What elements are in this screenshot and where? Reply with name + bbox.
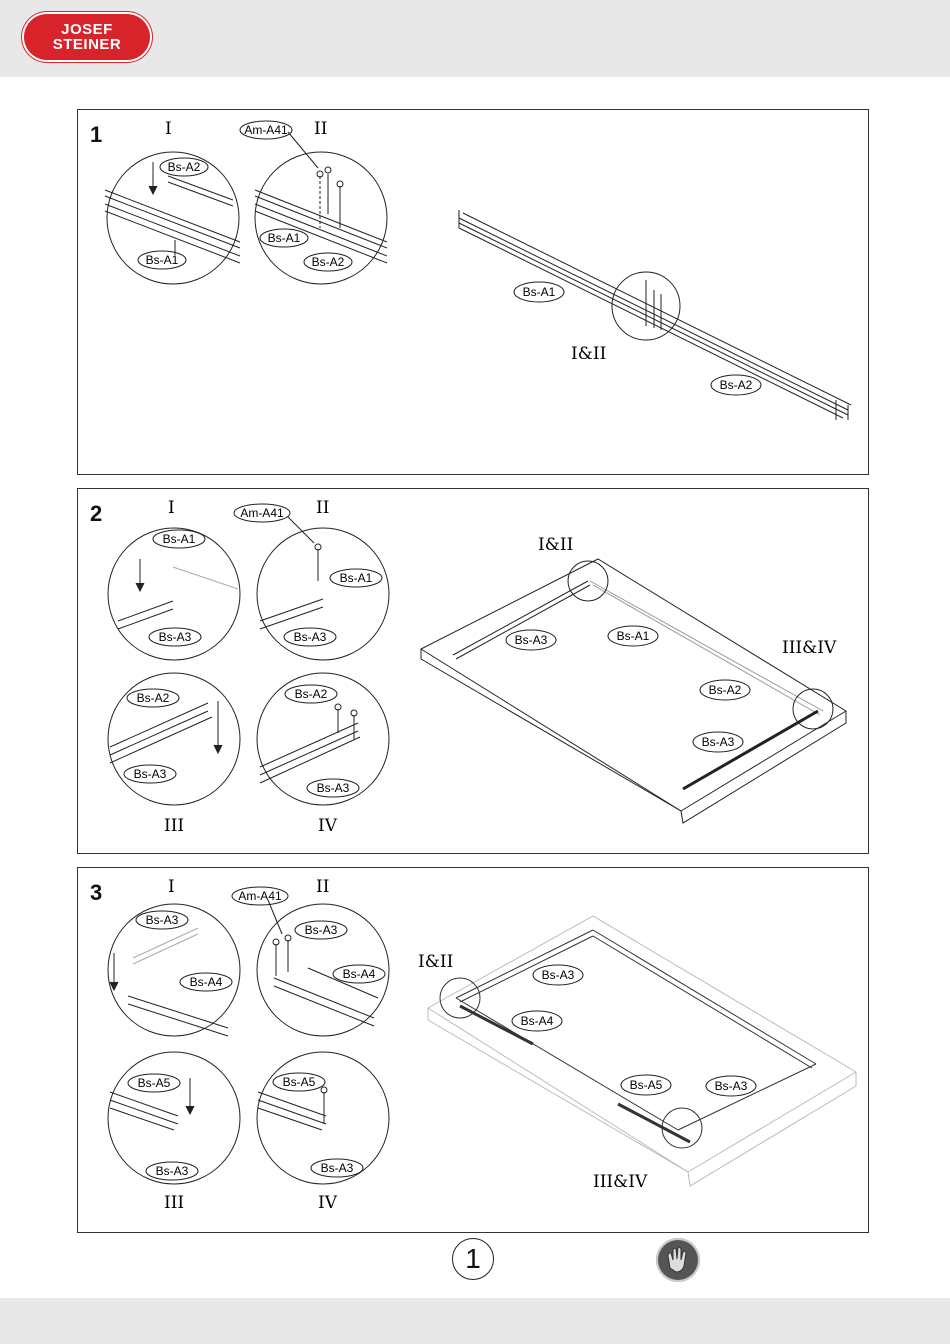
part-tag: Bs-A3 <box>542 968 575 982</box>
frame-assembly <box>428 916 856 1186</box>
part-tag: Bs-A5 <box>138 1076 171 1090</box>
part-tag: Bs-A2 <box>137 691 170 705</box>
part-tag: Bs-A2 <box>295 687 328 701</box>
part-tag: Bs-A3 <box>159 630 192 644</box>
step-3-panel: 3 <box>77 867 869 1233</box>
detail-label-I: I <box>168 498 175 518</box>
part-tag: Bs-A1 <box>268 231 301 245</box>
step-1-panel: 1 <box>77 109 869 475</box>
detail-label-III: III <box>164 1193 184 1213</box>
part-tag: Bs-A2 <box>168 160 201 174</box>
part-tag: Bs-A4 <box>190 975 223 989</box>
part-tag: Bs-A1 <box>163 532 196 546</box>
page-number: 1 <box>452 1238 494 1280</box>
detail-label-II: II <box>316 498 329 518</box>
part-tag: Bs-A1 <box>617 629 650 643</box>
part-tag: Bs-A3 <box>715 1079 748 1093</box>
part-tag: Bs-A3 <box>305 923 338 937</box>
part-tag: Bs-A3 <box>134 767 167 781</box>
part-tag: Bs-A3 <box>146 913 179 927</box>
part-tag: Bs-A4 <box>521 1014 554 1028</box>
detail-label-IV: IV <box>318 1193 338 1213</box>
part-tag: Bs-A1 <box>146 253 179 267</box>
detail-label-III-IV: III&IV <box>593 1172 648 1192</box>
part-tag: Bs-A2 <box>312 255 345 269</box>
step-2-panel: 2 <box>77 488 869 854</box>
part-tag: Bs-A1 <box>523 285 556 299</box>
part-tag: Bs-A5 <box>630 1078 663 1092</box>
brand-line1: JOSEF <box>24 22 150 37</box>
detail-label-I: I <box>165 119 172 139</box>
detail-label-I-II: I&II <box>571 344 606 364</box>
part-tag: Bs-A3 <box>294 630 327 644</box>
detail-label-II: II <box>314 119 327 139</box>
detail-label-III-IV: III&IV <box>782 638 837 658</box>
rail-assembly <box>459 210 851 420</box>
detail-label-III: III <box>164 816 184 836</box>
detail-label-I-II: I&II <box>418 952 453 972</box>
detail-label-I-II: I&II <box>538 535 573 555</box>
board-assembly <box>421 559 846 823</box>
brand-line2: STEINER <box>24 37 150 52</box>
brand-logo: JOSEF STEINER <box>24 14 150 60</box>
step-2-drawing: I II III IV I&II III&IV Bs-A1 Bs-A3 Am-A… <box>78 489 870 855</box>
part-tag: Bs-A4 <box>343 967 376 981</box>
part-tag: Bs-A3 <box>156 1164 189 1178</box>
step-3-drawing: I II III IV I&II III&IV Bs-A3 Bs-A4 Am-A… <box>78 868 870 1234</box>
screw-tag: Am-A41 <box>238 889 282 903</box>
part-tag: Bs-A3 <box>515 633 548 647</box>
part-tag: Bs-A2 <box>709 683 742 697</box>
part-tag: Bs-A1 <box>340 571 373 585</box>
detail-label-IV: IV <box>318 816 338 836</box>
step-1-drawing: I II I&II Bs-A2 Bs-A1 Am-A41 Bs-A1 Bs-A2… <box>78 110 870 476</box>
screw-tag: Am-A41 <box>244 123 288 137</box>
part-tag: Bs-A3 <box>317 781 350 795</box>
part-tag: Bs-A2 <box>720 378 753 392</box>
detail-label-I: I <box>168 877 175 897</box>
screw-tag: Am-A41 <box>240 506 284 520</box>
detail-label-II: II <box>316 877 329 897</box>
gloves-icon <box>656 1238 700 1282</box>
part-tag: Bs-A3 <box>702 735 735 749</box>
footer-bar <box>0 1298 950 1344</box>
part-tag: Bs-A5 <box>283 1075 316 1089</box>
part-tag: Bs-A3 <box>321 1161 354 1175</box>
